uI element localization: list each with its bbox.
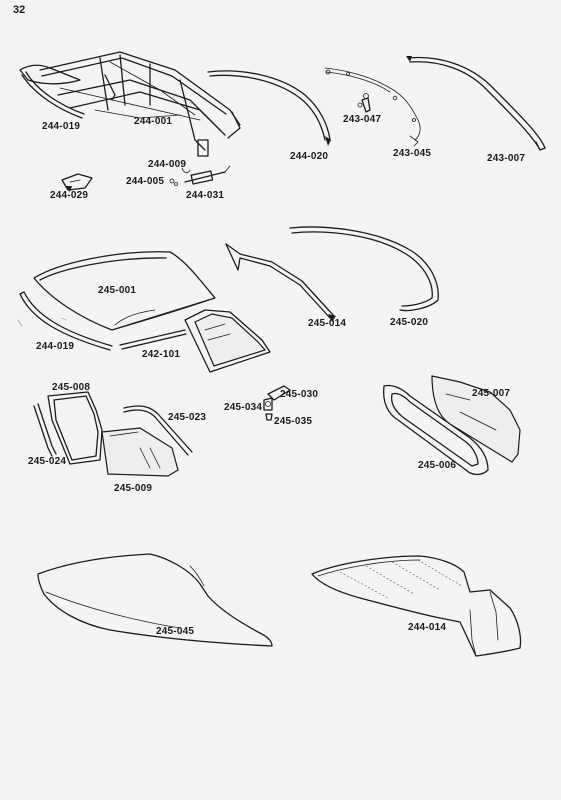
scan-artifacts [17, 317, 67, 327]
top-frame-244-001 [39, 51, 241, 157]
label-245-030: 245-030 [280, 389, 319, 400]
latch-245-030-034-035 [263, 385, 291, 421]
label-244-019-lower: 244-019 [36, 341, 75, 352]
label-245-020: 245-020 [390, 317, 429, 328]
weatherstrip-244-019-top [19, 64, 85, 119]
label-244-029: 244-029 [50, 190, 89, 201]
label-243-045: 243-045 [393, 148, 432, 159]
label-244-001: 244-001 [134, 116, 173, 127]
label-245-009: 245-009 [114, 483, 153, 494]
rail-244-020 [207, 70, 331, 146]
window-frame-245-006 [382, 384, 489, 476]
bracket-243-047 [357, 93, 371, 113]
label-245-007: 245-007 [472, 388, 511, 399]
label-244-009: 244-009 [148, 159, 187, 170]
label-245-024: 245-024 [28, 456, 67, 467]
page-number: 32 [13, 4, 26, 16]
label-245-035: 245-035 [274, 416, 313, 427]
label-244-014: 244-014 [408, 622, 447, 633]
glass-245-007 [431, 375, 521, 463]
label-244-031: 244-031 [186, 190, 225, 201]
strip-245-023 [123, 405, 193, 456]
weatherstrip-244-019-lower [19, 291, 113, 351]
label-245-014: 245-014 [308, 318, 347, 329]
seal-245-014 [225, 243, 336, 322]
glass-245-009 [101, 427, 179, 477]
label-245-006: 245-006 [418, 460, 457, 471]
label-243-047: 243-047 [343, 114, 382, 125]
cable-243-045 [324, 67, 421, 147]
label-245-008: 245-008 [52, 382, 91, 393]
rail-245-020 [289, 226, 439, 312]
soft-top-244-014 [311, 555, 522, 657]
label-242-101: 242-101 [142, 349, 181, 360]
rail-243-007 [406, 56, 546, 151]
label-245-001: 245-001 [98, 285, 137, 296]
label-244-005: 244-005 [126, 176, 165, 187]
handle-244-029 [61, 173, 93, 192]
label-245-034: 245-034 [224, 402, 263, 413]
label-245-045: 245-045 [156, 626, 195, 637]
label-245-023: 245-023 [168, 412, 207, 423]
quarter-window-245-008 [47, 391, 103, 465]
strip-245-024 [33, 403, 57, 457]
label-244-020: 244-020 [290, 151, 329, 162]
hardtop-245-001 [33, 251, 216, 331]
label-243-007: 243-007 [487, 153, 526, 164]
rear-window-242-101 [119, 309, 271, 373]
cover-245-045 [37, 553, 273, 647]
small-parts-244-009-005-031 [169, 165, 231, 186]
label-244-019-top: 244-019 [42, 121, 81, 132]
